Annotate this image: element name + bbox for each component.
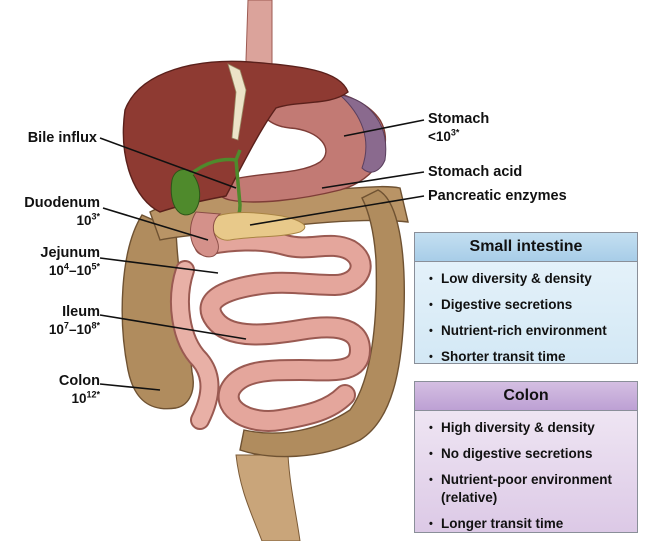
label-jejunum: Jejunum 104–105* bbox=[0, 244, 100, 280]
list-item: No digestive secretions bbox=[429, 441, 637, 467]
label-ileum: Ileum 107–108* bbox=[0, 303, 100, 339]
small-intestine-list: Low diversity & density Digestive secret… bbox=[415, 262, 637, 370]
colon-list: High diversity & density No digestive se… bbox=[415, 411, 637, 537]
list-item: High diversity & density bbox=[429, 415, 637, 441]
duodenum-count: 103* bbox=[0, 212, 100, 230]
label-stomach: Stomach <103* bbox=[428, 110, 489, 146]
jejunum-name: Jejunum bbox=[40, 245, 100, 261]
label-pancreatic-enzymes: Pancreatic enzymes bbox=[428, 187, 567, 205]
jejunum-count: 104–105* bbox=[0, 262, 100, 280]
label-colon: Colon 1012* bbox=[0, 372, 100, 408]
small-intestine-panel: Small intestine Low diversity & density … bbox=[414, 232, 638, 364]
list-item: Digestive secretions bbox=[429, 292, 637, 318]
label-stomach-acid: Stomach acid bbox=[428, 163, 522, 181]
list-item: Nutrient-rich environment bbox=[429, 318, 637, 344]
ileum-count: 107–108* bbox=[0, 321, 100, 339]
label-duodenum: Duodenum 103* bbox=[0, 194, 100, 230]
colon-count: 1012* bbox=[0, 390, 100, 408]
list-item: Shorter transit time bbox=[429, 344, 637, 370]
stomach-count: <103* bbox=[428, 128, 489, 146]
ileum-name: Ileum bbox=[62, 304, 100, 320]
rectum bbox=[236, 455, 300, 541]
label-bile-influx: Bile influx bbox=[0, 129, 97, 147]
colon-panel: Colon High diversity & density No digest… bbox=[414, 381, 638, 533]
colon-panel-title: Colon bbox=[415, 382, 637, 411]
list-item: Low diversity & density bbox=[429, 266, 637, 292]
list-item: Longer transit time bbox=[429, 511, 637, 537]
stomach-name: Stomach bbox=[428, 111, 489, 127]
duodenum-name: Duodenum bbox=[24, 195, 100, 211]
list-item: Nutrient-poor environment (relative) bbox=[429, 467, 626, 511]
small-intestine bbox=[180, 240, 361, 420]
colon-name: Colon bbox=[59, 373, 100, 389]
small-intestine-panel-title: Small intestine bbox=[415, 233, 637, 262]
